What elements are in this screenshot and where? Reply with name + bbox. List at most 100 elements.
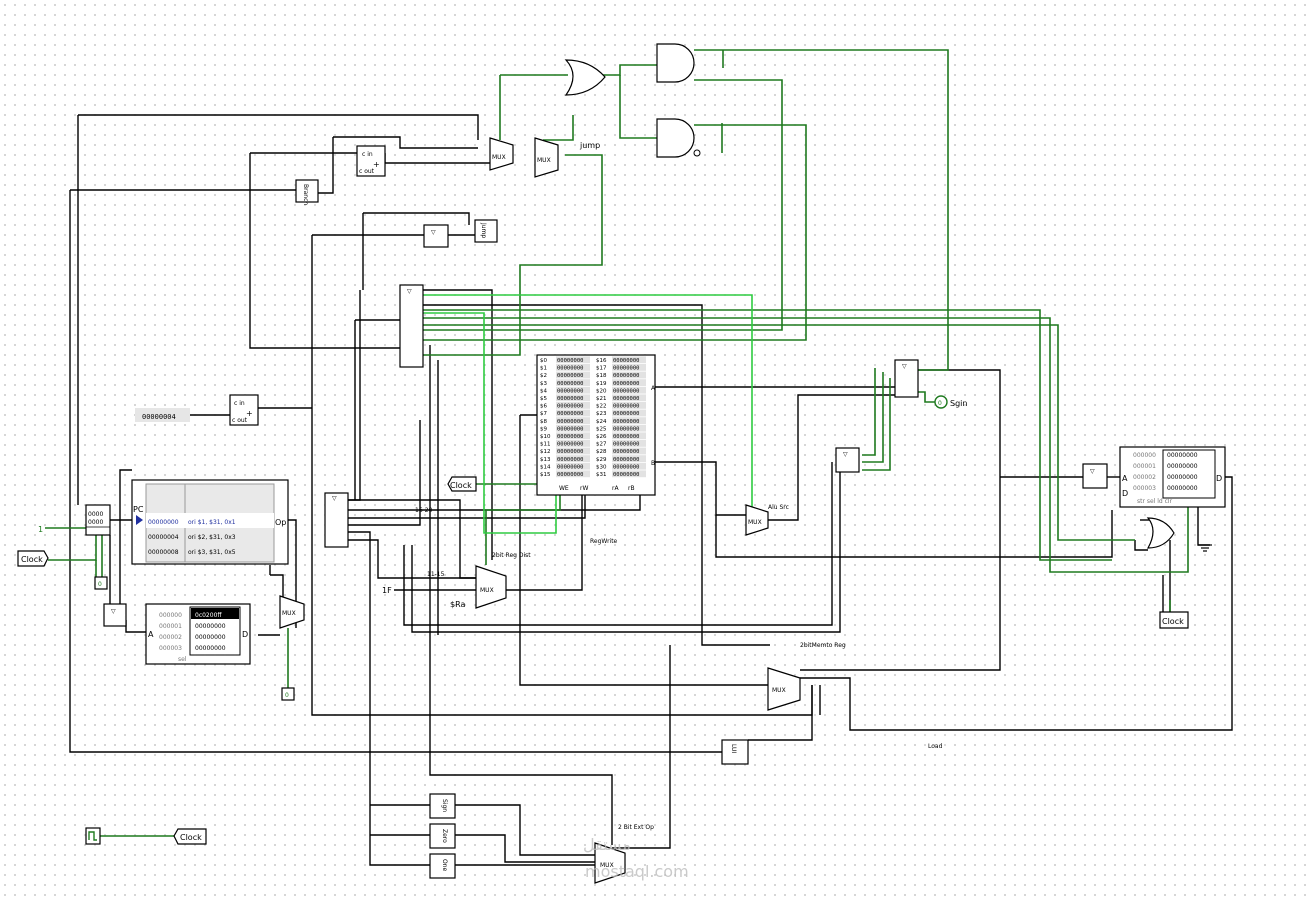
const-one: 1: [38, 525, 43, 534]
register-value: 00000000: [557, 426, 584, 432]
register-value: 00000000: [613, 472, 640, 478]
svg-text:000000: 000000: [159, 612, 182, 619]
svg-text:00000000: 00000000: [1167, 474, 1198, 481]
instruction-memory: PC Op 00000000 ori $1, $31, 0x1 00000004…: [131, 479, 289, 565]
sign-extender: Sign: [429, 793, 456, 819]
small-latch: ▽: [103, 603, 127, 627]
register-value-cell: [612, 462, 646, 470]
svg-text:Jump: Jump: [480, 222, 487, 238]
branch-gate: Branch: [295, 179, 319, 205]
register-value-cell: [556, 417, 590, 424]
register-value-cell: [556, 424, 590, 432]
register-name: $24: [596, 419, 607, 425]
register-name: $4: [540, 388, 547, 394]
jump-box: Jump: [474, 219, 498, 243]
svg-text:+: +: [373, 160, 380, 169]
svg-text:c out: c out: [359, 168, 375, 175]
register-value: 00000000: [557, 366, 584, 372]
svg-text:MUX: MUX: [537, 157, 551, 164]
svg-text:A: A: [651, 385, 656, 392]
svg-text:ori $2, $31, 0x3: ori $2, $31, 0x3: [188, 534, 236, 541]
register-value: 00000000: [557, 472, 584, 478]
register-value: 00000000: [613, 373, 640, 379]
register-name: $2: [540, 373, 547, 379]
svg-text:0: 0: [938, 400, 942, 407]
register-value: 00000000: [613, 442, 640, 448]
pc-adder: c in c out +: [229, 394, 259, 426]
svg-text:Clock: Clock: [21, 555, 43, 564]
and-gate-bottom: [656, 118, 701, 158]
clock-source[interactable]: [85, 827, 101, 845]
svg-text:00000000: 00000000: [195, 623, 226, 630]
svg-text:00000004: 00000004: [142, 413, 176, 421]
probe-mux: 0: [281, 687, 295, 701]
zero-extender: Zero: [429, 823, 456, 849]
register-name: $6: [540, 404, 547, 410]
register-value: 00000000: [613, 411, 640, 417]
svg-text:000000: 000000: [1133, 452, 1156, 459]
register-value-cell: [612, 424, 646, 432]
register-name: $19: [596, 381, 607, 387]
instruction-splitter: ▽: [324, 492, 349, 548]
one-extender: One: [429, 853, 456, 879]
svg-text:00000004: 00000004: [148, 534, 179, 541]
register-name: $27: [596, 442, 607, 448]
register-name: $25: [596, 426, 607, 432]
register-value: 00000000: [557, 442, 584, 448]
green-wires: [45, 49, 1189, 837]
svg-text:D: D: [242, 630, 248, 639]
register-name: $22: [596, 404, 607, 410]
register-name: $7: [540, 411, 547, 417]
svg-text:mostaql.com: mostaql.com: [585, 862, 689, 881]
mux-reg-dst: MUX: [475, 565, 507, 609]
ram-small: A D 000000 000001 000002 000003 0c0200ff…: [145, 603, 251, 665]
const-four: 00000004: [135, 408, 190, 422]
svg-text:▽: ▽: [407, 288, 412, 295]
register-name: $31: [596, 472, 607, 478]
ram-data: A D D 000000 000001 000002 000003 000000…: [1119, 446, 1226, 508]
register-name: $0: [540, 358, 547, 364]
load-label: Load: [928, 743, 943, 750]
svg-text:LUI: LUI: [730, 744, 737, 753]
register-value-cell: [556, 447, 590, 455]
adder-top: c in c out +: [356, 145, 386, 177]
register-name: $11: [540, 442, 551, 448]
register-name: $3: [540, 381, 547, 387]
register-value: 00000000: [557, 396, 584, 402]
svg-text:Clock: Clock: [1162, 617, 1184, 626]
register-value: 00000000: [557, 457, 584, 463]
svg-text:+: +: [246, 409, 253, 418]
register-name: $1: [540, 366, 547, 372]
const-1f: 1F: [382, 586, 392, 595]
register-value-cell: [612, 356, 646, 364]
mux-ext-op: MUX: [594, 842, 626, 884]
register-value-cell: [556, 440, 590, 447]
register-name: $12: [540, 449, 551, 455]
register-value-cell: [556, 470, 590, 478]
register-name: $13: [540, 457, 551, 463]
register-value: 00000000: [613, 366, 640, 372]
svg-text:c out: c out: [232, 417, 248, 424]
svg-text:مستقل: مستقل: [583, 835, 631, 854]
register-value: 00000000: [557, 419, 584, 425]
pc-register: 0000 0000: [85, 504, 111, 536]
shift-box: ▽: [423, 224, 449, 248]
register-name: $17: [596, 366, 607, 372]
svg-text:D: D: [1216, 474, 1222, 483]
or-gate: [564, 59, 606, 96]
register-value-cell: [612, 447, 646, 455]
register-name: $30: [596, 464, 607, 470]
probe-pc: 0: [94, 576, 108, 590]
svg-text:ori $1, $31, 0x1: ori $1, $31, 0x1: [188, 519, 236, 526]
jump-label: jump: [579, 141, 600, 150]
control-splitter: ▽: [399, 284, 424, 368]
svg-text:One: One: [441, 859, 448, 872]
clock-tunnel-2: Clock: [447, 476, 477, 492]
svg-text:MUX: MUX: [748, 519, 762, 526]
register-value-cell: [556, 356, 590, 364]
svg-text:00000000: 00000000: [1167, 452, 1198, 459]
svg-text:PC: PC: [133, 505, 144, 514]
svg-text:00000000: 00000000: [195, 645, 226, 652]
register-value: 00000000: [613, 388, 640, 394]
